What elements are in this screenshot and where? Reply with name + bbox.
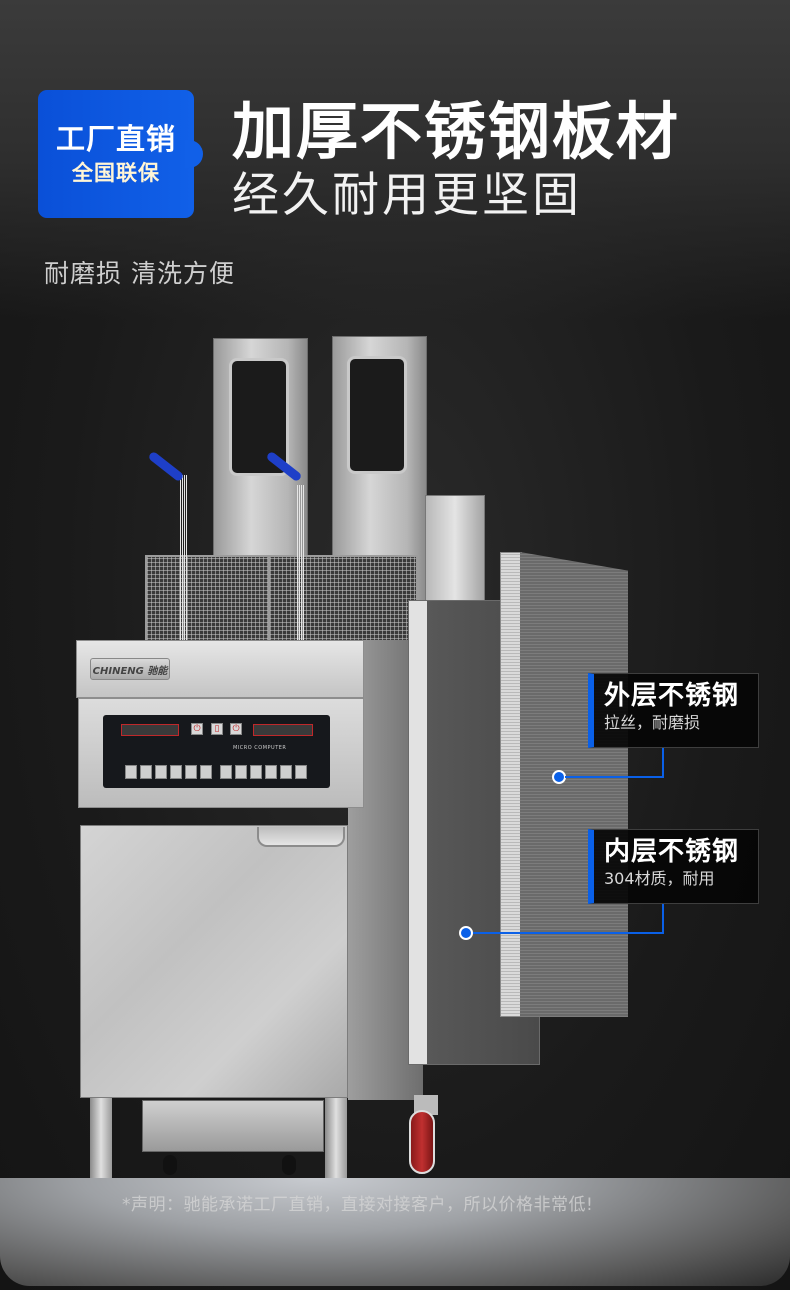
badge-line2: 全国联保 xyxy=(72,161,160,185)
factory-direct-badge: 工厂直销 全国联保 xyxy=(38,90,203,218)
key-button xyxy=(265,765,277,779)
red-caster-wheel xyxy=(409,1110,435,1174)
thermometer-icon: ▯ xyxy=(211,723,223,735)
basket-handle-right xyxy=(297,485,305,640)
callout-outer-subtitle: 拉丝，耐磨损 xyxy=(604,713,701,732)
callout-line-outer-v xyxy=(662,748,664,778)
basket-handle-left xyxy=(180,475,188,640)
callout-inner-title: 内层不锈钢 xyxy=(604,837,740,867)
display-left xyxy=(121,724,179,736)
key-button xyxy=(185,765,197,779)
power-icon-left: ⏻ xyxy=(191,723,203,735)
outer-steel-edge xyxy=(500,552,522,1017)
base-frame xyxy=(142,1100,324,1152)
brand-logo: CHINENG 驰能 xyxy=(90,658,170,680)
caster-wheel xyxy=(163,1155,177,1175)
cabinet-door xyxy=(80,825,348,1098)
leg-right xyxy=(325,1098,347,1178)
fry-basket-left xyxy=(145,555,275,645)
callout-dot-outer xyxy=(552,770,566,784)
leg-left xyxy=(90,1098,112,1178)
key-button xyxy=(220,765,232,779)
callout-inner-subtitle: 304材质，耐用 xyxy=(604,869,715,888)
floor-reflection xyxy=(0,1178,790,1286)
micro-computer-label: MICRO COMPUTER xyxy=(233,745,287,751)
callout-line-outer-h xyxy=(565,776,663,778)
caster-wheel xyxy=(282,1155,296,1175)
lid-right-window xyxy=(347,356,407,474)
door-handle xyxy=(257,827,345,847)
headline-subtitle: 经久耐用更坚固 xyxy=(232,168,582,223)
outer-steel-layer xyxy=(520,552,628,1017)
headline-title: 加厚不锈钢板材 xyxy=(232,95,681,168)
callout-line-inner-h xyxy=(472,932,664,934)
callout-inner-steel: 内层不锈钢 304材质，耐用 xyxy=(588,829,759,904)
key-button xyxy=(235,765,247,779)
side-box xyxy=(425,495,485,605)
disclaimer-text: *声明：驰能承诺工厂直销，直接对接客户，所以价格非常低! xyxy=(122,1195,594,1215)
key-button xyxy=(200,765,212,779)
fry-basket-right xyxy=(268,555,418,645)
tagline: 耐磨损 清洗方便 xyxy=(44,259,235,288)
key-button xyxy=(295,765,307,779)
key-button xyxy=(170,765,182,779)
badge-line1: 工厂直销 xyxy=(55,122,176,156)
display-right xyxy=(253,724,313,736)
callout-line-inner-v xyxy=(662,904,664,934)
key-button xyxy=(280,765,292,779)
callout-outer-steel: 外层不锈钢 拉丝，耐磨损 xyxy=(588,673,759,748)
key-button xyxy=(125,765,137,779)
key-button xyxy=(250,765,262,779)
control-panel: ⏻ ▯ ⏻ MICRO COMPUTER xyxy=(103,715,330,788)
basket-grip-left-icon xyxy=(147,450,185,483)
key-button xyxy=(155,765,167,779)
key-button xyxy=(140,765,152,779)
power-icon-right: ⏻ xyxy=(230,723,242,735)
callout-outer-title: 外层不锈钢 xyxy=(604,681,740,711)
callout-dot-inner xyxy=(459,926,473,940)
lid-left-window xyxy=(229,358,289,476)
